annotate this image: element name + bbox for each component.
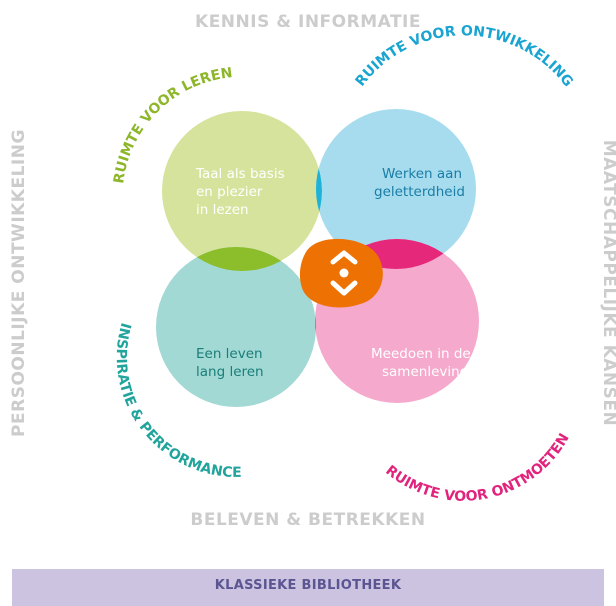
arc-label-bottom-right: RUIMTE VOOR ONTMOETEN xyxy=(382,431,572,505)
circle-bottom-left xyxy=(156,247,316,407)
library-logo-icon xyxy=(299,238,383,308)
axis-label-top: KENNIS & INFORMATIE xyxy=(195,12,421,32)
text-bottom-left: Een leven lang leren xyxy=(196,346,267,380)
text-top-right: Werken aan geletterdheid xyxy=(374,166,466,200)
circle-top-right xyxy=(316,109,476,269)
text-top-left: Taal als basis en plezier in lezen xyxy=(195,166,289,218)
axis-label-bottom: BELEVEN & BETREKKEN xyxy=(190,510,426,530)
footer-bar: KLASSIEKE BIBLIOTHEEK xyxy=(12,569,604,606)
text-bottom-right: Meedoen in de samenleving xyxy=(371,346,475,380)
circle-top-left xyxy=(162,111,322,271)
footer-label: KLASSIEKE BIBLIOTHEEK xyxy=(214,578,402,593)
arc-label-top-right: RUIMTE VOOR ONTWIKKELING xyxy=(353,23,576,90)
